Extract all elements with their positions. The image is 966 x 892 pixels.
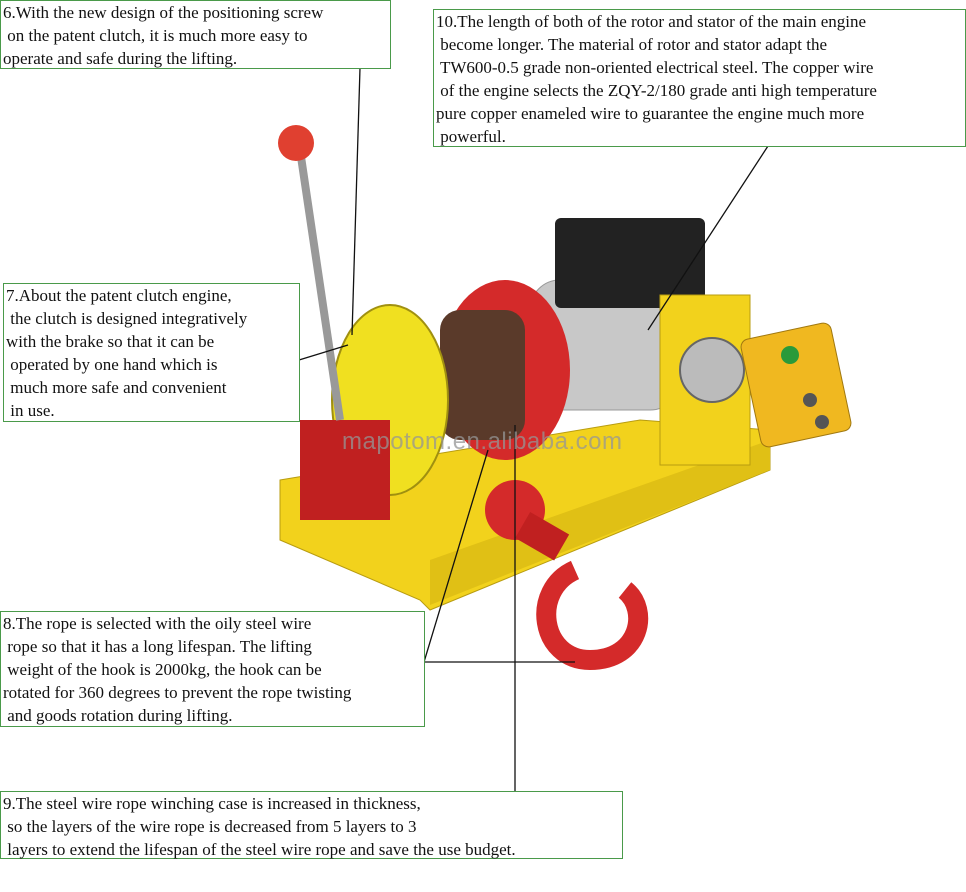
button-down bbox=[815, 415, 829, 429]
junction-box bbox=[555, 218, 705, 308]
callout-6-positioning-screw: 6.With the new design of the positioning… bbox=[0, 0, 391, 69]
green-button bbox=[781, 346, 799, 364]
callout-7-clutch-brake: 7.About the patent clutch engine, the cl… bbox=[3, 283, 300, 422]
wire-rope-drum bbox=[440, 310, 525, 440]
watermark: mapotom.en.alibaba.com bbox=[342, 428, 623, 455]
fan-icon bbox=[679, 337, 745, 403]
hook-shank bbox=[515, 512, 570, 561]
leader-lines bbox=[298, 67, 769, 792]
callout-9-winching-case: 9.The steel wire rope winching case is i… bbox=[0, 791, 623, 859]
callout-8-rope-hook: 8.The rope is selected with the oily ste… bbox=[0, 611, 425, 727]
button-up bbox=[803, 393, 817, 407]
hook bbox=[536, 560, 649, 671]
callout-10-rotor-stator: 10.The length of both of the rotor and s… bbox=[433, 9, 966, 147]
lever-knob bbox=[278, 125, 314, 161]
clutch-lever bbox=[296, 149, 344, 421]
brake-block bbox=[300, 420, 390, 520]
